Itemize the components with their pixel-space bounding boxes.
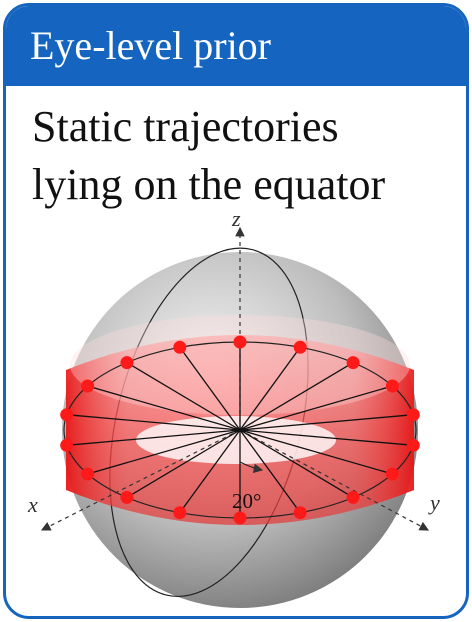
trajectory-line bbox=[239, 429, 414, 446]
trajectory-endpoint bbox=[346, 356, 360, 370]
trajectory-line bbox=[87, 385, 241, 431]
trajectory-endpoints bbox=[60, 335, 420, 525]
trajectory-line bbox=[239, 429, 393, 475]
trajectory-line bbox=[126, 362, 241, 431]
y-axis-label: y bbox=[428, 490, 440, 515]
trajectory-line bbox=[239, 429, 354, 498]
subtitle-line-1: Static trajectories bbox=[32, 102, 339, 151]
trajectory-endpoint bbox=[60, 408, 74, 422]
angle-arc bbox=[239, 461, 264, 474]
trajectory-endpoint bbox=[173, 506, 187, 520]
trajectory-endpoint bbox=[233, 335, 247, 349]
trajectory-line bbox=[87, 429, 241, 475]
trajectory-endpoint bbox=[293, 506, 307, 520]
trajectory-endpoint bbox=[60, 438, 74, 452]
trajectory-line bbox=[66, 414, 241, 431]
trajectory-line bbox=[179, 429, 241, 514]
trajectory-endpoint bbox=[385, 379, 399, 393]
trajectory-line bbox=[66, 429, 241, 446]
trajectory-endpoint bbox=[406, 408, 420, 422]
trajectory-spokes bbox=[66, 342, 414, 518]
subtitle: Static trajectories lying on the equator bbox=[32, 98, 452, 214]
x-axis bbox=[40, 429, 241, 531]
y-axis bbox=[239, 429, 430, 531]
angle-label: 20° bbox=[232, 489, 261, 513]
card: Eye-level prior Static trajectories lyin… bbox=[3, 3, 469, 619]
trajectory-endpoint bbox=[406, 438, 420, 452]
trajectory-line bbox=[239, 362, 354, 431]
header-title: Eye-level prior bbox=[6, 6, 466, 86]
trajectory-line bbox=[239, 429, 301, 514]
x-axis-label: x bbox=[27, 492, 38, 517]
trajectory-line bbox=[179, 346, 241, 431]
trajectory-line bbox=[239, 346, 301, 431]
trajectory-endpoint bbox=[293, 340, 307, 354]
trajectory-endpoint bbox=[120, 490, 134, 504]
trajectory-line bbox=[239, 385, 393, 431]
trajectory-line bbox=[126, 429, 241, 498]
trajectory-endpoint bbox=[173, 340, 187, 354]
trajectory-endpoint bbox=[120, 356, 134, 370]
trajectory-endpoint bbox=[81, 467, 95, 481]
trajectory-endpoint bbox=[385, 467, 399, 481]
trajectory-endpoint bbox=[346, 490, 360, 504]
subtitle-line-2: lying on the equator bbox=[32, 160, 386, 209]
trajectory-endpoint bbox=[233, 511, 247, 525]
inner-highlight bbox=[136, 416, 336, 464]
z-axis-label: z bbox=[231, 206, 241, 231]
trajectory-endpoint bbox=[81, 379, 95, 393]
trajectory-line bbox=[239, 414, 414, 431]
